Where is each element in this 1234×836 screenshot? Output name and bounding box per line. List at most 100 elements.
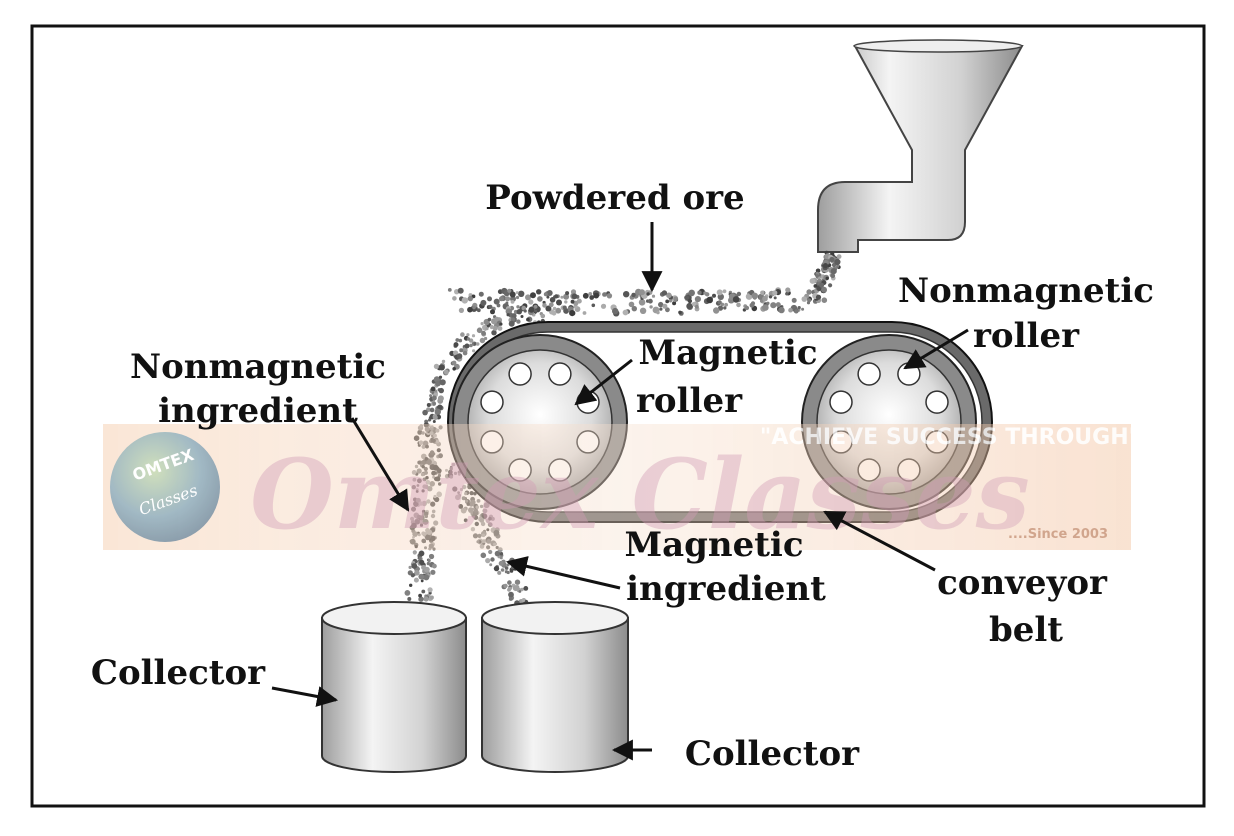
- ore-particle: [428, 418, 431, 422]
- ore-particle: [649, 305, 653, 309]
- label-collector-left: Collector: [91, 653, 266, 693]
- ore-particle: [439, 379, 446, 386]
- ore-particle: [554, 294, 559, 299]
- ore-particle: [515, 291, 519, 295]
- ore-particle: [493, 565, 500, 572]
- ore-particle: [545, 305, 552, 312]
- ore-particle: [762, 304, 769, 311]
- ore-particle: [421, 565, 427, 570]
- nonmagnetic-roller-hole: [857, 362, 881, 386]
- label-magnetic-roller-line2: roller: [636, 381, 743, 421]
- ore-particle: [447, 288, 452, 292]
- ore-particle: [678, 310, 682, 315]
- hopper-funnel: [817, 39, 1024, 253]
- ore-particle: [588, 292, 593, 296]
- ore-particle: [432, 415, 438, 420]
- ore-particle: [551, 310, 557, 316]
- ore-particle: [736, 302, 741, 308]
- ore-particle: [429, 394, 433, 398]
- ore-particle: [444, 369, 449, 375]
- ore-particle: [492, 325, 498, 331]
- ore-particle: [518, 290, 525, 297]
- ore-particle: [427, 587, 433, 593]
- ore-particle: [829, 256, 835, 263]
- ore-particle: [639, 289, 645, 296]
- ore-particle: [475, 342, 480, 346]
- ore-particle: [476, 308, 481, 313]
- nonmagnetic-roller-hole: [925, 390, 949, 414]
- ore-particle: [489, 324, 494, 330]
- watermark-badge-icon: [110, 432, 220, 542]
- ore-particle: [498, 560, 504, 566]
- ore-particle: [506, 563, 510, 567]
- ore-particle: [722, 289, 727, 294]
- ore-particle: [430, 569, 436, 575]
- ore-particle: [490, 309, 495, 315]
- watermark-since: ....Since 2003: [1008, 527, 1108, 542]
- ore-particle: [536, 289, 542, 295]
- ore-particle: [555, 307, 562, 314]
- ore-particle: [717, 300, 722, 305]
- ore-particle: [488, 304, 493, 309]
- ore-particle: [506, 313, 510, 317]
- watermark-tagline: "ACHIEVE SUCCESS THROUGH": [760, 425, 1140, 450]
- ore-particle: [815, 294, 822, 300]
- ore-particle: [459, 348, 464, 353]
- ore-particle: [631, 292, 636, 298]
- ore-particle: [646, 292, 650, 296]
- ore-particle: [419, 559, 425, 566]
- ore-particle: [466, 337, 471, 341]
- ore-particle: [785, 292, 789, 296]
- ore-particle: [520, 315, 524, 318]
- ore-particle: [510, 300, 515, 304]
- ore-particle: [404, 590, 411, 596]
- ore-particle: [434, 408, 441, 415]
- ore-particle: [760, 290, 765, 296]
- ore-particle: [521, 598, 526, 603]
- ore-particle: [659, 307, 663, 311]
- ore-particle: [525, 294, 531, 301]
- ore-particle: [518, 590, 522, 593]
- ore-particle: [515, 295, 520, 300]
- ore-particle: [523, 586, 529, 591]
- ore-particle: [684, 295, 689, 300]
- ore-particle: [530, 292, 536, 299]
- ore-particle: [666, 292, 672, 299]
- label-nonmagnetic-roller-line2: roller: [973, 316, 1080, 356]
- ore-particle: [706, 296, 713, 304]
- arrow-conveyor-belt: [823, 510, 936, 572]
- ore-particle: [480, 322, 484, 326]
- ore-particle: [509, 291, 516, 298]
- ore-particle: [458, 338, 463, 343]
- ore-particle: [429, 553, 435, 560]
- ore-particle: [751, 292, 758, 299]
- label-nonmagnetic-ingredient-line1: Nonmagnetic: [130, 347, 386, 387]
- ore-particle: [497, 326, 503, 331]
- label-magnetic-roller-line1: Magnetic: [638, 333, 817, 373]
- ore-particle: [507, 580, 512, 585]
- ore-particle: [487, 317, 492, 322]
- ore-particle: [672, 301, 677, 306]
- label-nonmagnetic-ingredient-line2: ingredient: [158, 391, 358, 431]
- ore-particle: [452, 367, 457, 371]
- ore-particle: [435, 380, 441, 387]
- ore-particle: [775, 302, 781, 308]
- ore-particle: [749, 302, 755, 308]
- ore-particle: [836, 254, 842, 259]
- ore-particle: [418, 596, 424, 602]
- watermark-brand: Omtex Classes: [250, 438, 1030, 551]
- ore-particle: [593, 292, 600, 299]
- ore-particle: [494, 550, 501, 557]
- ore-particle: [628, 301, 635, 308]
- arrow-magnetic-roller: [574, 358, 633, 406]
- ore-particle: [432, 563, 437, 569]
- ore-particle: [503, 583, 508, 589]
- ore-particle: [548, 302, 554, 308]
- ore-particle: [665, 299, 670, 304]
- ore-particle: [773, 296, 777, 300]
- collector-left-container: [321, 601, 467, 773]
- ore-particle: [560, 295, 564, 299]
- magnetic-roller-hole: [480, 390, 504, 414]
- ore-particle: [528, 299, 534, 305]
- label-powdered-ore: Powdered ore: [485, 178, 744, 218]
